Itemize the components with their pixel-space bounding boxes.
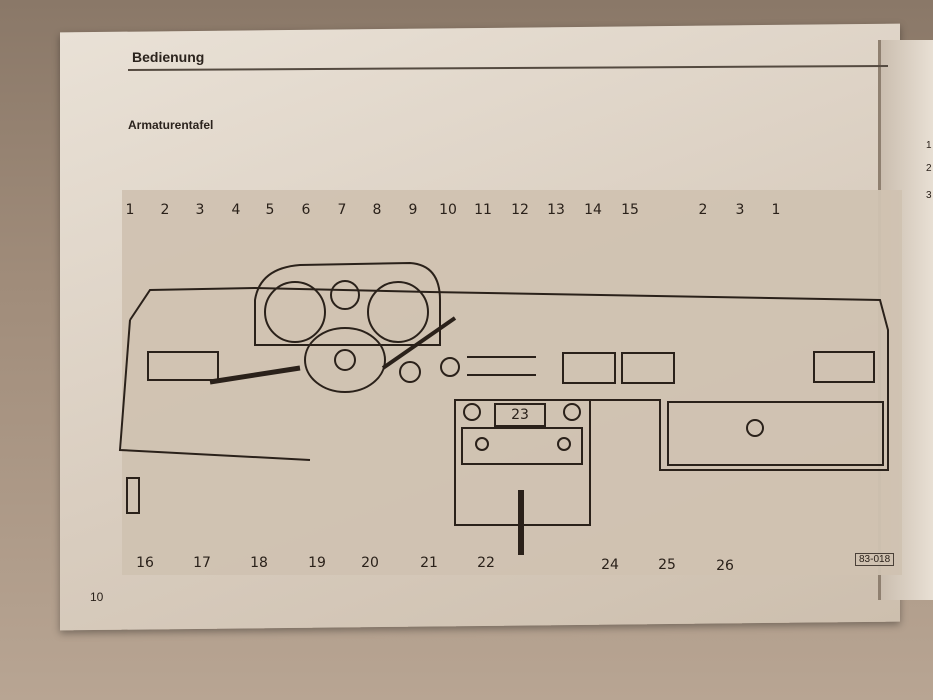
callout-label: 24: [601, 557, 619, 573]
callout-label: 14: [584, 202, 602, 218]
callout-label: 26: [716, 558, 734, 574]
callout-label: 25: [658, 557, 676, 573]
callout-label: 6: [301, 202, 311, 218]
callout-label: 16: [136, 555, 154, 571]
callout-label: 1: [771, 202, 781, 218]
callout-label: 4: [231, 202, 241, 218]
callout-label: 13: [547, 202, 565, 218]
callout-label: 20: [361, 555, 379, 571]
callout-label: 18: [250, 555, 268, 571]
radio-label-box: [494, 403, 546, 427]
callout-label: 1: [125, 202, 135, 218]
tachometer: [367, 281, 429, 343]
radio-callout-label: 23: [511, 407, 529, 423]
ignition: [399, 361, 421, 383]
light-switch: [440, 357, 460, 377]
callout-label: 3: [735, 202, 745, 218]
facing-page-number: 1: [926, 140, 932, 151]
steering-wheel-hub: [304, 327, 386, 393]
vent-right: [813, 351, 875, 383]
callout-label: 10: [439, 202, 457, 218]
callout-label: 17: [193, 555, 211, 571]
callout-label: 21: [420, 555, 438, 571]
facing-page-number: 3: [926, 190, 932, 201]
callout-label: 8: [372, 202, 382, 218]
callout-label: 2: [160, 202, 170, 218]
callout-label: 15: [621, 202, 639, 218]
radio: [461, 427, 583, 465]
glovebox: [667, 401, 884, 466]
instrument-cluster: [254, 261, 441, 346]
callout-label: 5: [265, 202, 275, 218]
speedometer: [264, 281, 326, 343]
section-title: Armaturentafel: [128, 118, 214, 132]
vent-center-right: [621, 352, 675, 384]
callout-label: 2: [698, 202, 708, 218]
vent-left: [147, 351, 219, 381]
callout-label: 12: [511, 202, 529, 218]
facing-page-number: 2: [926, 163, 932, 174]
clock: [330, 280, 360, 310]
callout-label: 3: [195, 202, 205, 218]
vent-center-left: [562, 352, 616, 384]
chapter-title: Bedienung: [132, 49, 205, 65]
dashboard-outline: [118, 286, 889, 526]
callout-label: 22: [477, 555, 495, 571]
page-number: 10: [90, 590, 104, 604]
callout-label: 11: [474, 202, 492, 218]
figure-code: 83-018: [855, 553, 895, 566]
dashboard-figure: [122, 190, 902, 575]
callout-label: 7: [337, 202, 347, 218]
callout-label: 9: [408, 202, 418, 218]
callout-label: 19: [308, 555, 326, 571]
